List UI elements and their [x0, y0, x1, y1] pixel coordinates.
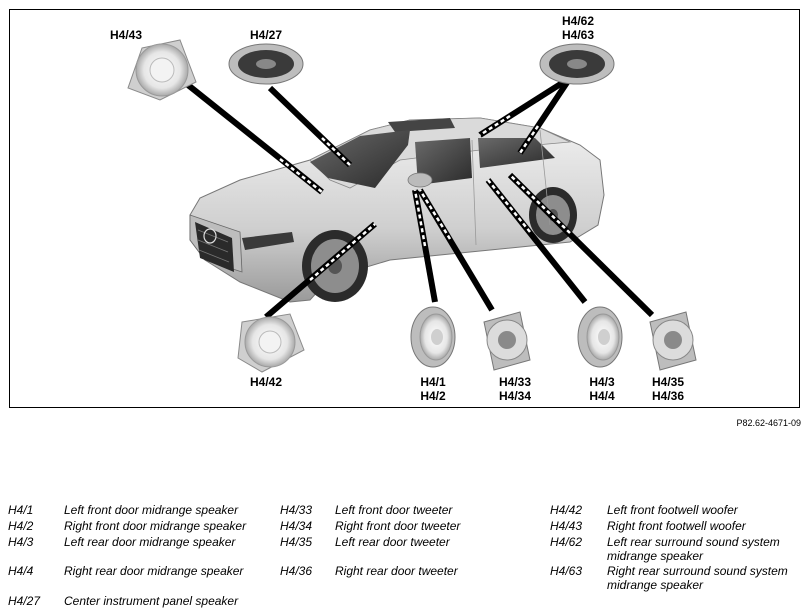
speaker-h4-33-34	[483, 311, 531, 371]
callout-line: H4/2	[420, 389, 446, 403]
leader-line-h4-42	[264, 221, 377, 320]
callout-line: H4/43	[109, 28, 143, 42]
legend-description: Left rear surround sound system midrange…	[607, 535, 780, 563]
leader-line-h4-3-4	[485, 178, 588, 304]
legend-code: H4/35	[280, 535, 313, 549]
legend-description: Right rear surround sound system midrang…	[607, 564, 788, 592]
callout-h4-42: H4/42	[250, 375, 282, 389]
legend-code: H4/62	[550, 535, 583, 549]
leader-lines	[186, 75, 655, 320]
callout-h4-27: H4/27	[250, 28, 282, 42]
legend-code: H4/34	[280, 519, 313, 533]
figure-code: P82.62-4671-09	[736, 418, 801, 428]
callout-line: H4/1	[420, 375, 446, 389]
legend-description: Left front footwell woofer	[607, 503, 738, 517]
callout-line: H4/63	[561, 28, 595, 42]
legend-description: Right front door midrange speaker	[64, 519, 247, 533]
callout-line: H4/33	[498, 375, 532, 389]
callout-h4-62-63: H4/62 H4/63	[562, 14, 594, 42]
callout-h4-1-2: H4/1 H4/2	[420, 375, 445, 403]
leader-line-h4-33-34	[417, 188, 495, 312]
legend-description: Center instrument panel speaker	[64, 594, 239, 608]
callout-line: H4/62	[561, 14, 595, 28]
speaker-h4-3-4	[577, 306, 623, 368]
leader-line-h4-63	[517, 76, 573, 155]
leader-line-h4-27	[267, 85, 353, 168]
legend-description: Right front door tweeter	[335, 519, 461, 533]
speaker-h4-1-2	[410, 306, 456, 368]
leader-line-h4-43	[186, 82, 324, 195]
legend-code: H4/43	[550, 519, 583, 533]
callout-line: H4/34	[498, 389, 532, 403]
legend-code: H4/1	[8, 503, 34, 517]
legend-code: H4/33	[280, 503, 313, 517]
callout-line: H4/36	[651, 389, 685, 403]
speaker-h4-62-63	[539, 43, 615, 85]
speaker-h4-27	[228, 43, 304, 85]
callout-h4-3-4: H4/3 H4/4	[589, 375, 614, 403]
speaker-h4-42	[237, 313, 305, 373]
callout-line: H4/27	[249, 28, 283, 42]
speaker-h4-43	[127, 39, 197, 101]
legend-code: H4/3	[8, 535, 34, 549]
callout-h4-35-36: H4/35 H4/36	[652, 375, 684, 403]
legend-description: Right rear door midrange speaker	[64, 564, 244, 578]
legend-code: H4/2	[8, 519, 34, 533]
legend-description: Left rear door midrange speaker	[64, 535, 236, 549]
speaker-h4-35-36	[649, 311, 697, 371]
leader-line-h4-35-36	[507, 172, 655, 318]
legend-code: H4/4	[8, 564, 34, 578]
diagram-frame: H4/43 H4/27 H4/62 H4/63 H4/42 H4/1 H4/2 …	[9, 9, 800, 408]
legend-code: H4/36	[280, 564, 313, 578]
leader-line-h4-62	[478, 75, 572, 138]
leader-line-h4-1-2	[412, 189, 438, 303]
callout-line: H4/3	[589, 375, 615, 389]
legend-description: Left rear door tweeter	[335, 535, 450, 549]
legend-description: Left front door tweeter	[335, 503, 453, 517]
callout-line: H4/35	[651, 375, 685, 389]
car-body	[189, 117, 605, 303]
callout-line: H4/4	[589, 389, 615, 403]
legend-description: Left front door midrange speaker	[64, 503, 239, 517]
callout-h4-33-34: H4/33 H4/34	[499, 375, 531, 403]
callout-line: H4/42	[249, 375, 283, 389]
legend-code: H4/42	[550, 503, 583, 517]
legend-description: Right rear door tweeter	[335, 564, 458, 578]
legend-code: H4/63	[550, 564, 583, 578]
legend-code: H4/27	[8, 594, 41, 608]
legend-description: Right front footwell woofer	[607, 519, 746, 533]
callout-h4-43: H4/43	[110, 28, 142, 42]
car-speaker-illustration	[127, 39, 697, 373]
